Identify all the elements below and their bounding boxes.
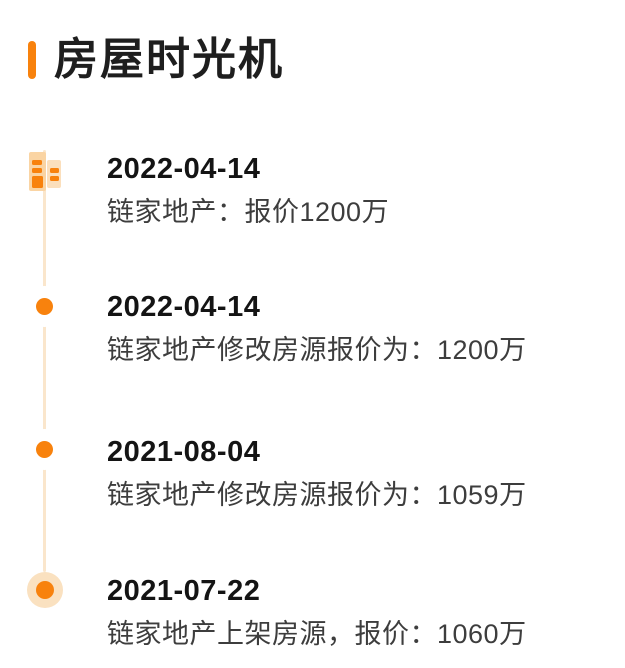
timeline-entry: 2021-07-22 链家地产上架房源，报价：1060万	[107, 577, 527, 650]
timeline-entry: 2021-08-04 链家地产修改房源报价为：1059万	[107, 438, 527, 511]
timeline-entry: 2022-04-14 链家地产：报价1200万	[107, 155, 389, 228]
entry-text: 链家地产上架房源，报价：1060万	[107, 619, 527, 649]
building-icon	[26, 149, 64, 195]
timeline-dot	[36, 298, 53, 315]
entry-date: 2021-07-22	[107, 575, 261, 607]
timeline-dot-halo	[27, 572, 63, 608]
entry-text: 链家地产：报价1200万	[107, 197, 390, 227]
timeline-dot	[36, 581, 54, 599]
section-header: 房屋时光机	[28, 35, 284, 84]
entry-text: 链家地产修改房源报价为：1200万	[107, 335, 527, 365]
entry-date: 2022-04-14	[107, 153, 261, 185]
page-title: 房屋时光机	[54, 35, 284, 84]
entry-date: 2022-04-14	[107, 291, 261, 323]
timeline-line	[43, 150, 46, 572]
timeline-dot	[36, 441, 53, 458]
entry-text: 链家地产修改房源报价为：1059万	[107, 480, 527, 510]
title-accent-bar	[28, 41, 36, 80]
timeline-entry: 2022-04-14 链家地产修改房源报价为：1200万	[107, 293, 527, 366]
entry-date: 2021-08-04	[107, 436, 261, 468]
